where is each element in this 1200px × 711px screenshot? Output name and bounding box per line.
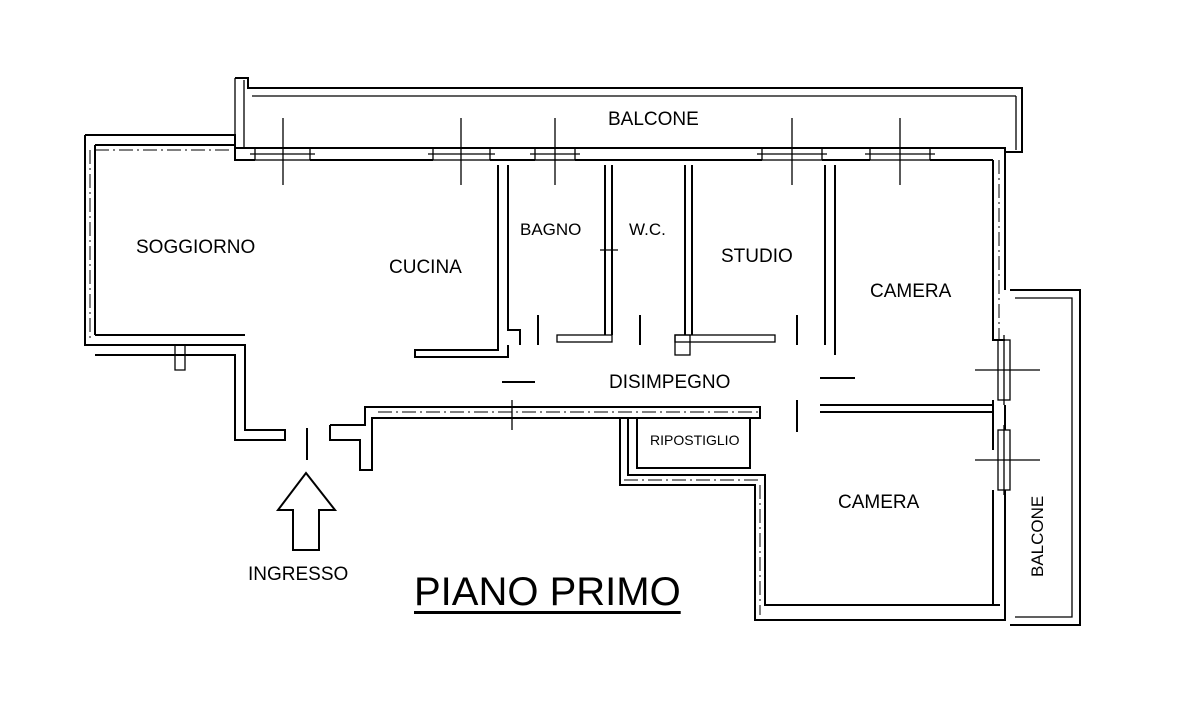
room-label-wc: W.C. <box>629 220 666 239</box>
entrance-arrow-icon <box>275 471 338 551</box>
balcony-right-outline <box>1010 289 1081 626</box>
balcony-top-outline <box>234 77 1023 153</box>
room-label-cucina: CUCINA <box>389 257 462 278</box>
room-label-balcone-top: BALCONE <box>608 109 699 130</box>
plan-title: PIANO PRIMO <box>414 570 681 614</box>
room-label-studio: STUDIO <box>721 246 793 267</box>
entrance-label: INGRESSO <box>248 564 349 585</box>
room-label-disimpegno: DISIMPEGNO <box>609 372 731 393</box>
windows <box>250 118 1040 495</box>
room-label-camera-1: CAMERA <box>870 281 952 302</box>
exterior-walls <box>84 134 1006 621</box>
room-label-camera-2: CAMERA <box>838 492 920 513</box>
room-label-soggiorno: SOGGIORNO <box>136 237 256 258</box>
room-label-balcone-right: BALCONE <box>1028 495 1047 577</box>
room-label-bagno: BAGNO <box>520 220 582 239</box>
door-marks <box>306 315 855 460</box>
interior-walls <box>414 159 993 413</box>
room-label-ripostiglio: RIPOSTIGLIO <box>650 432 740 448</box>
